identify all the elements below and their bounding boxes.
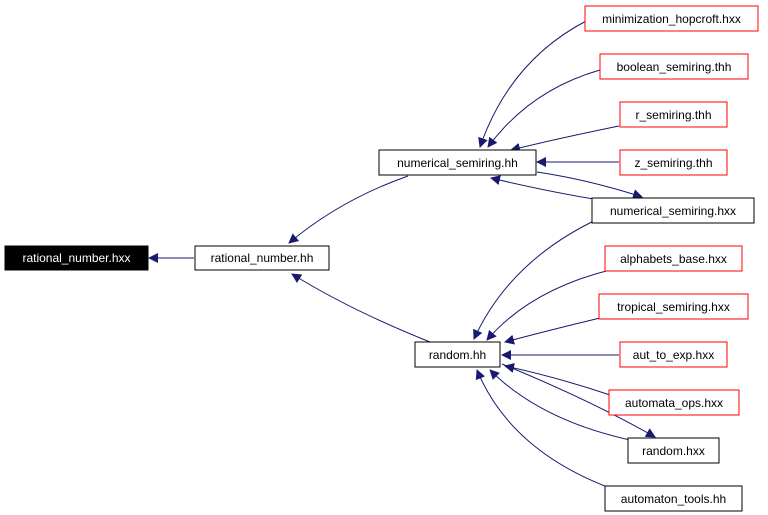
node-aut-to-exp-hxx[interactable]: aut_to_exp.hxx: [619, 341, 728, 368]
edge-random-hh-to-rational-number-hh: [291, 273, 431, 343]
node-label: random.hh: [429, 348, 486, 362]
node-automata-ops-hxx[interactable]: automata_ops.hxx: [608, 389, 740, 416]
edge-boolean-semiring-to-numerical-semiring-hh: [487, 69, 601, 148]
edge-r-semiring-to-numerical-semiring-hh: [510, 125, 620, 153]
edge-alphabets-base-to-random-hh: [486, 269, 611, 341]
node-tropical-semiring-hxx[interactable]: tropical_semiring.hxx: [598, 293, 749, 320]
node-label: boolean_semiring.thh: [617, 60, 732, 74]
node-rational-number-hxx[interactable]: rational_number.hxx: [4, 245, 149, 271]
node-numerical-semiring-hxx[interactable]: numerical_semiring.hxx: [591, 197, 755, 224]
node-rational-number-hh[interactable]: rational_number.hh: [194, 245, 330, 271]
edge-tropical-semiring-to-random-hh: [504, 317, 601, 345]
node-boolean-semiring-thh[interactable]: boolean_semiring.thh: [599, 53, 749, 80]
edge-random-hh-to-random-hxx: [501, 363, 656, 438]
edge-random-hxx-to-random-hh: [489, 369, 631, 441]
edge-numerical-semiring-hh-to-numerical-semiring-hxx: [536, 171, 643, 199]
edge-numerical-semiring-hxx-to-random-hh: [473, 217, 601, 340]
node-random-hh[interactable]: random.hh: [414, 341, 501, 368]
node-r-semiring-thh[interactable]: r_semiring.thh: [619, 101, 728, 128]
edges: [148, 19, 656, 489]
node-label: automaton_tools.hh: [621, 492, 726, 506]
node-label: numerical_semiring.hxx: [610, 204, 736, 218]
node-label: minimization_hopcroft.hxx: [602, 12, 741, 26]
node-label: z_semiring.thh: [634, 156, 712, 170]
node-label: tropical_semiring.hxx: [617, 300, 730, 314]
node-label: rational_number.hxx: [22, 251, 130, 265]
node-label: alphabets_base.hxx: [620, 252, 727, 266]
node-numerical-semiring-hh[interactable]: numerical_semiring.hh: [378, 149, 537, 176]
node-label: aut_to_exp.hxx: [633, 348, 714, 362]
edge-minimization-hopcroft-to-numerical-semiring-hh: [478, 19, 589, 148]
node-label: r_semiring.thh: [635, 108, 711, 122]
node-minimization-hopcroft-hxx[interactable]: minimization_hopcroft.hxx: [584, 5, 759, 32]
edge-numerical-semiring-hh-to-rational-number-hh: [288, 175, 409, 244]
node-label: rational_number.hh: [211, 251, 314, 265]
edge-automaton-tools-to-random-hh: [475, 369, 611, 489]
node-label: random.hxx: [642, 444, 705, 458]
node-automaton-tools-hh[interactable]: automaton_tools.hh: [604, 485, 743, 512]
edge-automata-ops-to-random-hh: [504, 363, 611, 396]
edge-numerical-semiring-hxx-to-numerical-semiring-hh: [490, 175, 601, 201]
node-alphabets-base-hxx[interactable]: alphabets_base.hxx: [604, 245, 743, 272]
node-label: numerical_semiring.hh: [397, 156, 518, 170]
node-z-semiring-thh[interactable]: z_semiring.thh: [619, 149, 728, 176]
node-label: automata_ops.hxx: [625, 396, 723, 410]
node-random-hxx[interactable]: random.hxx: [627, 437, 720, 464]
